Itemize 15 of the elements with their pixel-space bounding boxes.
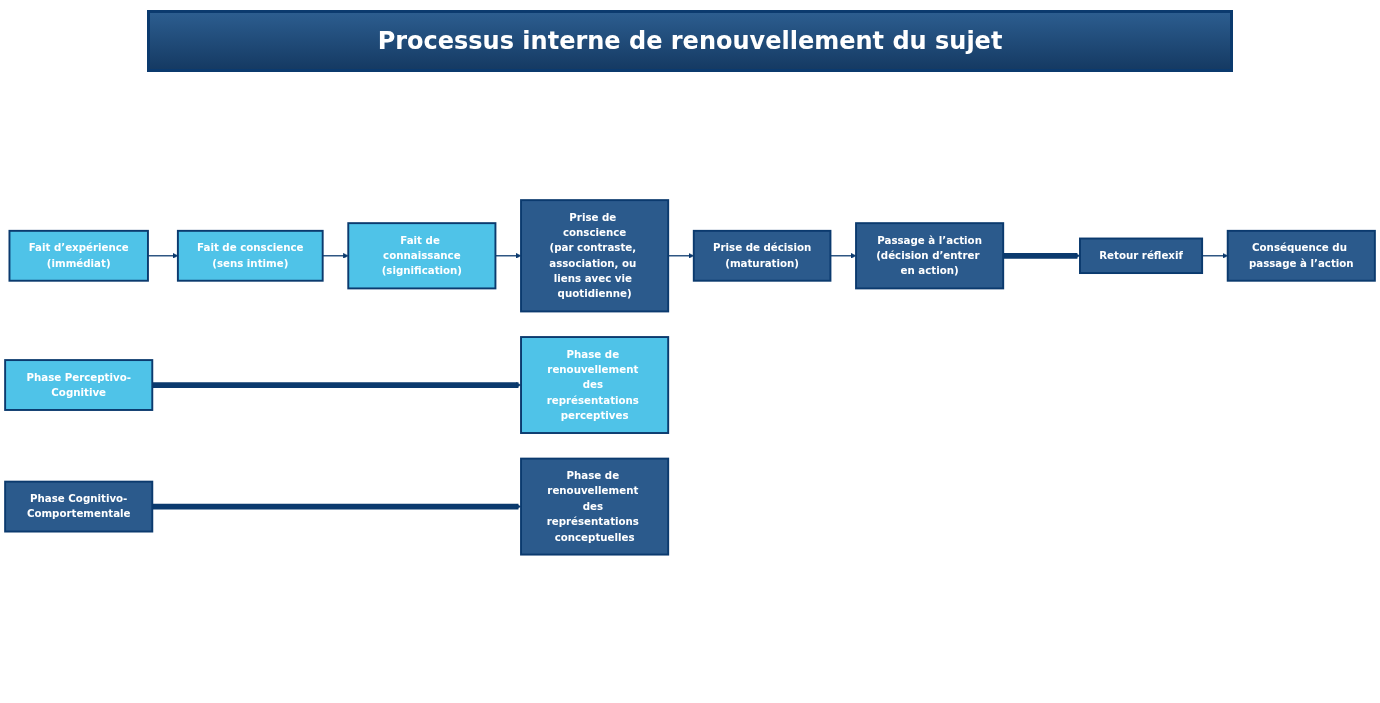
node-box: Passage à l’action (décision d’entrer en action): [855, 221, 1005, 289]
arrow: [1002, 252, 1081, 259]
node-box: Phase Cognitivo-Comportementale: [4, 480, 154, 533]
arrow: [322, 252, 349, 259]
node-box: Conséquence du passage à l’action: [1226, 229, 1376, 282]
title-banner: Processus interne de renouvellement du sujet: [147, 10, 1233, 72]
node-box: Prise de conscience (par contraste, association, ou liens avec vie quotidienne): [520, 198, 670, 313]
node-box: Phase Perceptivo-Cognitive: [4, 358, 154, 411]
node-box: Retour réflexif: [1079, 237, 1204, 274]
node-box: Prise de décision (maturation): [692, 229, 832, 282]
node-box: Phase de renouvellement des représentations conceptuelles: [520, 457, 670, 556]
node-box: Phase de renouvellement des représentations perceptives: [520, 335, 670, 434]
node-box: Fait de conscience (sens intime): [176, 229, 324, 282]
node-box: Fait de connaissance (signification): [347, 221, 497, 289]
node-box: Fait d’expérience (immédiat): [8, 229, 149, 282]
